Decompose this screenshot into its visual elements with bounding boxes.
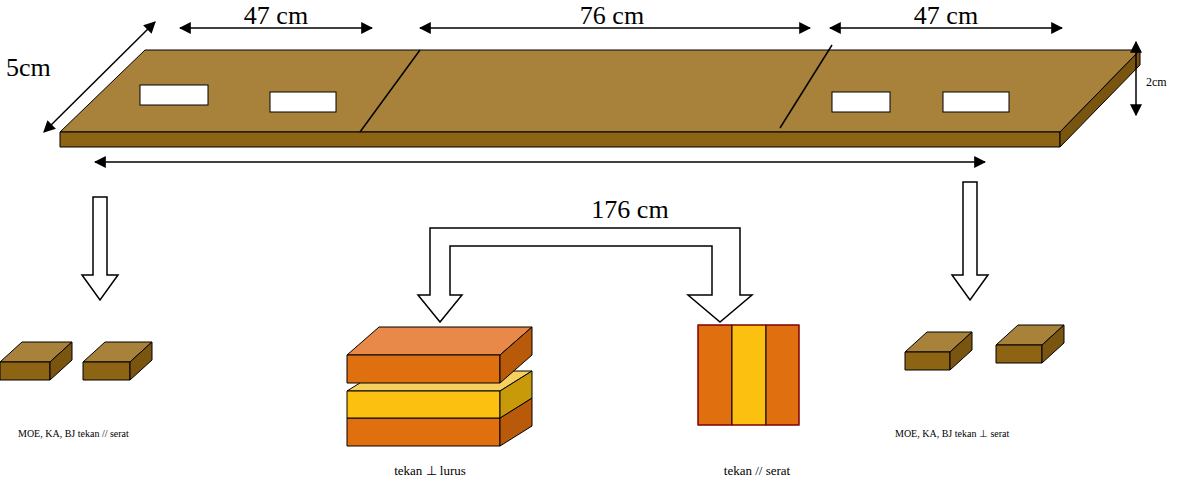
dimension-label: 2cm	[1146, 76, 1167, 89]
sample-caption: tekan // serat	[724, 464, 790, 478]
sample-caption: MOE, KA, BJ tekan // serat	[18, 428, 129, 439]
dimension-label: 47 cm	[244, 2, 308, 31]
dimension-label: 47 cm	[914, 2, 978, 31]
sample-caption: MOE, KA, BJ tekan ⊥ serat	[895, 428, 1009, 439]
dimension-label: 176 cm	[591, 196, 668, 225]
dimension-label: 76 cm	[580, 2, 644, 31]
dimension-label: 5cm	[6, 54, 51, 83]
sample-caption: tekan ⊥ lurus	[394, 464, 466, 478]
